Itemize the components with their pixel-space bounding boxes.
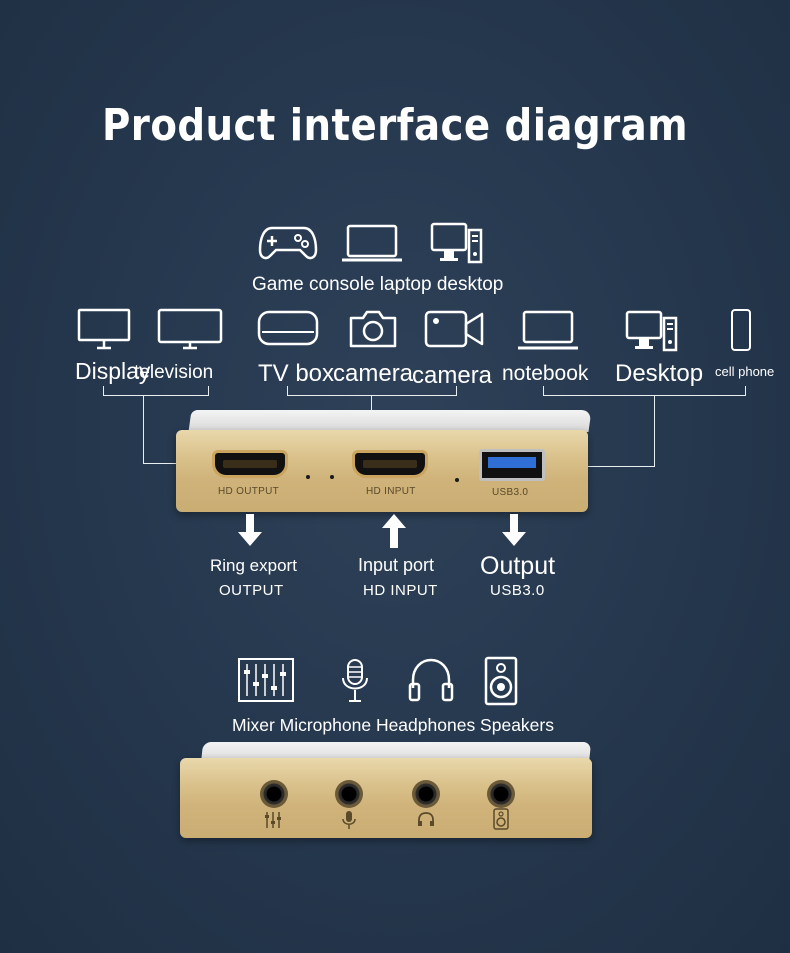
connector-mid-bracket-l <box>287 386 288 396</box>
microphone-jack[interactable] <box>335 780 363 808</box>
connector-left-bracket-h <box>103 395 209 396</box>
camera-icon <box>347 306 399 350</box>
laptop-icon <box>340 222 404 264</box>
indicator-led-3 <box>455 478 459 482</box>
headphones-jack-icon <box>417 811 435 827</box>
mixer-icon <box>238 658 294 702</box>
cell-phone-icon <box>730 308 752 352</box>
label-tv-box: TV box <box>258 360 335 387</box>
speakers-jack[interactable] <box>487 780 515 808</box>
gamepad-icon <box>258 222 318 264</box>
hd-input-caption: HD INPUT <box>366 486 416 497</box>
usb-sub-label: USB3.0 <box>490 582 545 599</box>
usb-port[interactable] <box>479 449 545 481</box>
speaker-icon <box>484 656 518 706</box>
audio-device <box>180 758 592 838</box>
indicator-led-1 <box>306 475 310 479</box>
output-sub-label: OUTPUT <box>219 582 284 599</box>
display-icon <box>77 308 133 352</box>
connector-right-drop <box>654 395 655 467</box>
label-display: Display <box>75 358 151 384</box>
arrow-up-icon <box>382 514 406 548</box>
device-top-lid <box>188 410 592 432</box>
desktop-icon <box>430 220 484 266</box>
headphones-jack[interactable] <box>412 780 440 808</box>
connector-left-bracket-r <box>208 386 209 396</box>
label-television: television <box>134 362 214 383</box>
television-icon <box>157 308 223 352</box>
top-group-label: Game console laptop desktop <box>252 274 504 295</box>
mixer-jack-icon <box>262 810 284 830</box>
mixer-jack[interactable] <box>260 780 288 808</box>
label-camera-2: camera <box>412 362 493 389</box>
label-cell-phone: cell phone <box>715 364 775 379</box>
label-notebook: notebook <box>502 362 589 385</box>
connector-right-bracket-r <box>745 386 746 396</box>
connector-right-bracket-l <box>543 386 544 396</box>
input-port-label: Input port <box>358 555 435 575</box>
arrow-down-icon <box>238 514 262 548</box>
hd-output-port[interactable] <box>212 450 288 478</box>
connector-mid-bracket-h <box>287 395 457 396</box>
indicator-led-2 <box>330 475 334 479</box>
desktop-computer-icon <box>625 308 679 354</box>
hd-input-sub-label: HD INPUT <box>363 582 438 599</box>
hd-output-caption: HD OUTPUT <box>218 486 280 497</box>
arrow-down-icon-usb <box>502 514 526 548</box>
audio-label: Mixer Microphone Headphones Speakers <box>232 715 554 735</box>
connector-mid-bracket-r <box>456 386 457 396</box>
connector-right-to-port <box>545 466 655 467</box>
speaker-jack-icon <box>493 808 509 830</box>
microphone-icon <box>340 658 370 704</box>
tv-box-icon <box>256 306 320 350</box>
ring-export-label: Ring export <box>210 556 297 575</box>
connector-right-bracket-h <box>543 395 746 396</box>
notebook-icon <box>516 310 580 352</box>
connector-left-drop <box>143 395 144 464</box>
label-desktop: Desktop <box>615 360 704 387</box>
hd-input-port[interactable] <box>352 450 428 478</box>
connector-left-bracket <box>103 386 104 396</box>
usb-caption: USB3.0 <box>492 487 529 498</box>
page-title: Product interface diagram <box>101 100 689 151</box>
video-camera-icon <box>424 308 486 350</box>
output-label: Output <box>480 552 556 580</box>
label-camera-1: camera <box>333 360 414 387</box>
headphones-icon <box>408 656 454 702</box>
microphone-jack-icon <box>341 810 357 830</box>
